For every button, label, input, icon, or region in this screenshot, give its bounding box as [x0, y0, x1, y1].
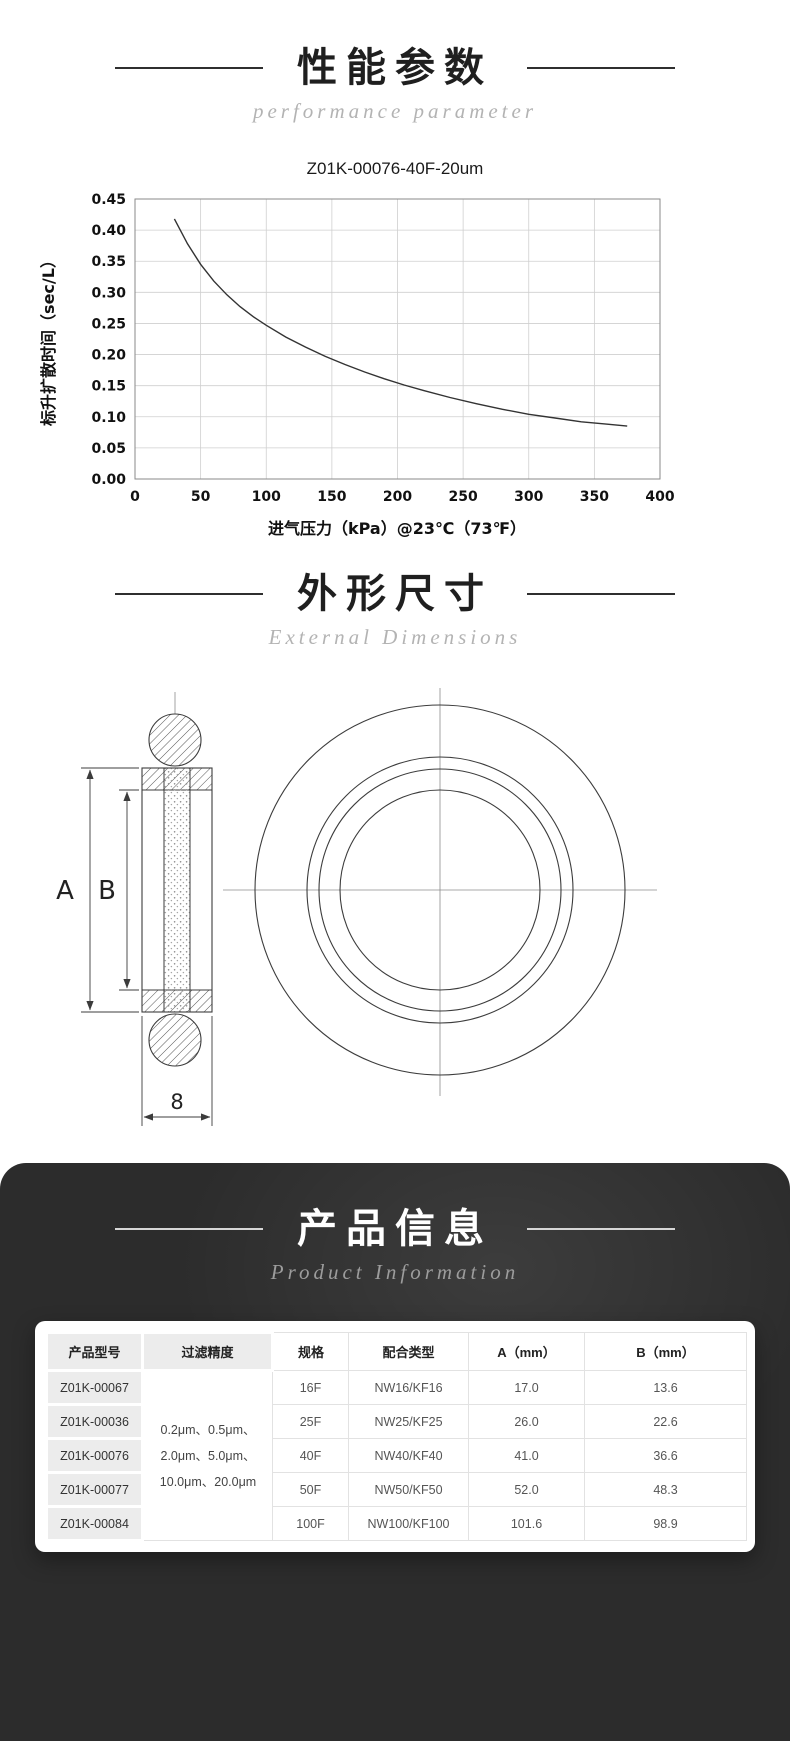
b-mm-cell: 36.6	[584, 1438, 747, 1473]
performance-title: 性能参数	[297, 46, 493, 90]
col-header-match: 配合类型	[348, 1332, 469, 1371]
svg-text:0.10: 0.10	[91, 410, 126, 426]
table-header-row: 产品型号 过滤精度 规格 配合类型 A（mm） B（mm）	[45, 1331, 747, 1372]
section-product-info: 产品信息 Product Information 产品型号 过滤精度 规格 配合…	[0, 1163, 790, 1741]
match-cell: NW100/KF100	[348, 1506, 469, 1541]
ring-inner-circle	[318, 768, 562, 1012]
svg-text:300: 300	[514, 489, 543, 505]
section-dimensions: 外形尺寸 External Dimensions	[0, 568, 790, 1150]
oring-top-section	[148, 713, 202, 767]
match-cell: NW40/KF40	[348, 1438, 469, 1473]
bore-circle	[339, 789, 541, 991]
divider-line	[527, 1228, 675, 1230]
a-mm-cell: 101.6	[468, 1506, 585, 1541]
chart-x-axis-label: 进气压力（kPa）@23℃（73℉）	[268, 519, 526, 538]
dimension-width-label: 8	[170, 1090, 183, 1114]
spec-cell: 16F	[272, 1370, 349, 1405]
table-row: Z01K-00084 100F NW100/KF100 101.6 98.9	[45, 1505, 747, 1542]
b-mm-cell: 13.6	[584, 1370, 747, 1405]
svg-text:0.20: 0.20	[91, 348, 126, 364]
ring-front-view	[223, 688, 657, 1096]
divider-line	[115, 593, 263, 595]
filter-media	[163, 767, 191, 1013]
chart-title: Z01K-00076-40F-20um	[306, 159, 484, 178]
col-header-b-mm: B（mm）	[584, 1332, 747, 1371]
model-cell: Z01K-00076	[45, 1437, 144, 1474]
svg-text:0: 0	[130, 489, 140, 505]
a-mm-cell: 26.0	[468, 1404, 585, 1439]
spec-cell: 40F	[272, 1438, 349, 1473]
col-header-spec: 规格	[272, 1332, 349, 1371]
dimensions-header: 外形尺寸	[0, 568, 790, 620]
product-table: 产品型号 过滤精度 规格 配合类型 A（mm） B（mm） Z01K-00067…	[45, 1331, 747, 1542]
divider-line	[115, 67, 263, 69]
ring-outer-circle	[306, 756, 574, 1024]
dimension-a-label: A	[56, 876, 74, 906]
table-row: Z01K-00067 0.2μm、0.5μm、 2.0μm、5.0μm、 10.…	[45, 1369, 747, 1541]
dimensions-subtitle: External Dimensions	[268, 625, 522, 649]
section-performance: 性能参数 performance parameter Z01K-00076-40…	[0, 42, 790, 544]
match-cell: NW25/KF25	[348, 1404, 469, 1439]
a-mm-cell: 41.0	[468, 1438, 585, 1473]
svg-text:200: 200	[383, 489, 412, 505]
svg-text:100: 100	[252, 489, 281, 505]
svg-text:0.45: 0.45	[91, 192, 126, 208]
model-cell: Z01K-00036	[45, 1403, 144, 1440]
performance-header: 性能参数	[0, 42, 790, 94]
dimension-drawing: A B 8	[56, 688, 657, 1126]
oring-bottom-section	[148, 1013, 202, 1067]
a-mm-cell: 17.0	[468, 1370, 585, 1405]
svg-text:150: 150	[317, 489, 346, 505]
filter-precision-cell: 0.2μm、0.5μm、 2.0μm、5.0μm、 10.0μm、20.0μm	[142, 1370, 273, 1541]
svg-text:0.35: 0.35	[91, 254, 126, 270]
chart-y-axis-label: 标升扩散时间（sec/L）	[39, 252, 58, 427]
a-mm-cell: 52.0	[468, 1472, 585, 1507]
svg-text:400: 400	[645, 489, 674, 505]
model-cell: Z01K-00067	[45, 1369, 144, 1406]
divider-line	[527, 67, 675, 69]
product-subtitle: Product Information	[270, 1260, 520, 1284]
dimension-annotations	[81, 767, 213, 1126]
divider-line	[115, 1228, 263, 1230]
svg-text:0.25: 0.25	[91, 316, 126, 332]
performance-chart: 0 50 100 150 200 250 300 350 400 0.00 0.05 0.10 0.15…	[39, 192, 675, 538]
match-cell: NW50/KF50	[348, 1472, 469, 1507]
table-row: Z01K-00076 40F NW40/KF40 41.0 36.6	[45, 1437, 747, 1474]
svg-text:250: 250	[449, 489, 478, 505]
divider-line	[527, 593, 675, 595]
model-cell: Z01K-00077	[45, 1471, 144, 1508]
table-row: Z01K-00077 50F NW50/KF50 52.0 48.3	[45, 1471, 747, 1508]
col-header-model: 产品型号	[45, 1331, 144, 1372]
svg-text:350: 350	[580, 489, 609, 505]
col-header-a-mm: A（mm）	[468, 1332, 585, 1371]
spec-cell: 50F	[272, 1472, 349, 1507]
svg-text:0.30: 0.30	[91, 285, 126, 301]
cross-section-view	[141, 692, 213, 1067]
svg-text:0.15: 0.15	[91, 379, 126, 395]
b-mm-cell: 98.9	[584, 1506, 747, 1541]
product-table-card: 产品型号 过滤精度 规格 配合类型 A（mm） B（mm） Z01K-00067…	[35, 1321, 755, 1552]
product-header: 产品信息	[0, 1203, 790, 1255]
spec-cell: 25F	[272, 1404, 349, 1439]
match-cell: NW16/KF16	[348, 1370, 469, 1405]
performance-subtitle: performance parameter	[252, 99, 538, 123]
table-row: Z01K-00036 25F NW25/KF25 26.0 22.6	[45, 1403, 747, 1440]
dimensions-title: 外形尺寸	[297, 572, 493, 616]
model-cell: Z01K-00084	[45, 1505, 144, 1542]
svg-text:0.05: 0.05	[91, 441, 126, 457]
product-title: 产品信息	[297, 1207, 493, 1251]
dimension-b-label: B	[98, 876, 116, 906]
col-header-precision: 过滤精度	[141, 1331, 274, 1372]
svg-text:0.40: 0.40	[91, 223, 126, 239]
b-mm-cell: 22.6	[584, 1404, 747, 1439]
svg-text:50: 50	[191, 489, 211, 505]
svg-text:0.00: 0.00	[91, 472, 126, 488]
b-mm-cell: 48.3	[584, 1472, 747, 1507]
spec-cell: 100F	[272, 1506, 349, 1541]
outer-circle	[254, 704, 626, 1076]
